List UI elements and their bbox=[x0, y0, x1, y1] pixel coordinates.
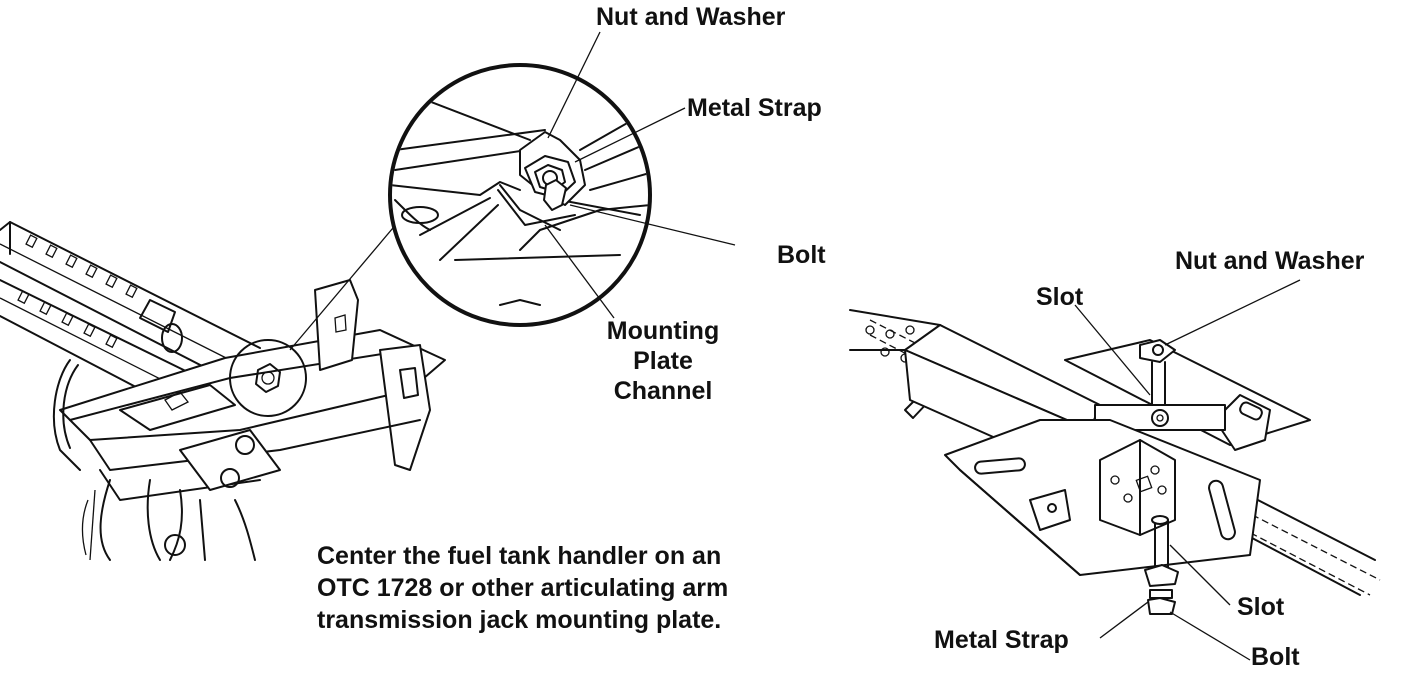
label-bolt-right: Bolt bbox=[1251, 643, 1300, 671]
caption-line-1: Center the fuel tank handler on an bbox=[317, 542, 722, 570]
label-metal-strap-left: Metal Strap bbox=[687, 94, 822, 122]
detail-inset-magnified bbox=[388, 31, 736, 327]
label-mounting-plate-channel: Mounting Plate Channel bbox=[583, 316, 743, 406]
label-mounting-line-1: Mounting bbox=[606, 317, 720, 345]
label-mounting-line-3: Channel bbox=[613, 377, 713, 405]
label-mounting-line-2: Plate bbox=[633, 347, 693, 375]
label-slot-bottom: Slot bbox=[1237, 593, 1285, 621]
label-nut-and-washer-right: Nut and Washer bbox=[1175, 247, 1365, 275]
handler-mount-illustration bbox=[849, 279, 1381, 661]
label-slot-top: Slot bbox=[1036, 283, 1084, 311]
caption-line-3: transmission jack mounting plate. bbox=[317, 606, 722, 634]
jack-assembly-illustration bbox=[0, 221, 446, 561]
label-metal-strap-right: Metal Strap bbox=[934, 626, 1069, 654]
detail-callout-circle-small bbox=[229, 339, 307, 417]
label-nut-and-washer-left: Nut and Washer bbox=[596, 3, 786, 31]
caption-line-2: OTC 1728 or other articulating arm bbox=[317, 574, 729, 602]
label-bolt-left: Bolt bbox=[777, 241, 826, 269]
instruction-caption: Center the fuel tank handler on an OTC 1… bbox=[317, 540, 857, 636]
